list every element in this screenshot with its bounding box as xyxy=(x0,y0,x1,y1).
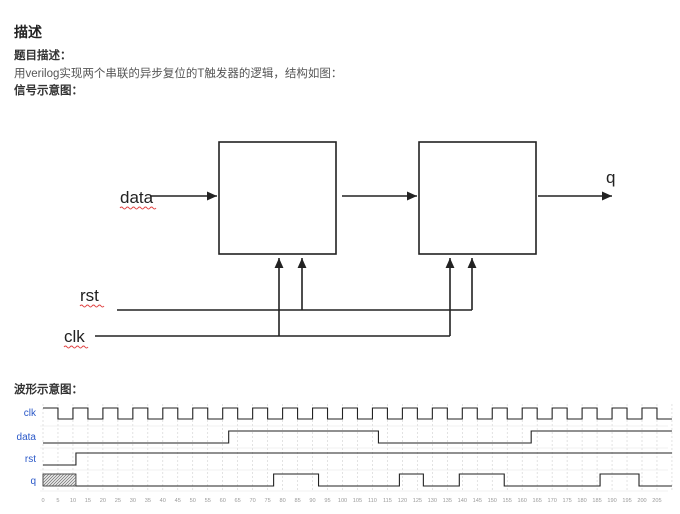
tick-label: 165 xyxy=(533,498,542,504)
tick-label: 25 xyxy=(115,498,121,504)
signal-diagram-label: 信号示意图： xyxy=(14,85,83,97)
signal-name-rst: rst xyxy=(25,454,36,465)
tick-label: 160 xyxy=(518,498,527,504)
tick-label: 105 xyxy=(353,498,362,504)
problem-label: 题目描述： xyxy=(14,50,72,62)
tick-label: 190 xyxy=(607,498,616,504)
tick-label: 80 xyxy=(279,498,285,504)
tick-label: 170 xyxy=(547,498,556,504)
tick-label: 145 xyxy=(473,498,482,504)
tick-label: 60 xyxy=(220,498,226,504)
spellcheck-underline-data xyxy=(119,206,157,210)
tick-label: 40 xyxy=(160,498,166,504)
tick-label: 115 xyxy=(383,498,392,504)
rst-trace xyxy=(43,452,672,466)
tick-label: 200 xyxy=(637,498,646,504)
tick-label: 120 xyxy=(398,498,407,504)
tick-label: 70 xyxy=(250,498,256,504)
tick-label: 140 xyxy=(458,498,467,504)
tick-label: 90 xyxy=(309,498,315,504)
spellcheck-underline-rst xyxy=(79,304,105,308)
q-label: q xyxy=(606,168,615,187)
rst-label: rst xyxy=(80,286,99,305)
flip-flop-2-block xyxy=(418,141,537,255)
waveform-diagram: clk data rst q 0 5 10 15 20 25 30 35 40 45 50 55 60 65 70… xyxy=(17,404,673,504)
data-trace xyxy=(43,430,672,444)
data-label: data xyxy=(120,188,154,207)
problem-text: 用verilog实现两个串联的异步复位的T触发器的逻辑，结构如图： xyxy=(14,68,343,80)
q-unknown-region xyxy=(42,473,77,487)
tick-label: 45 xyxy=(175,498,181,504)
tick-label: 185 xyxy=(592,498,601,504)
tick-label: 15 xyxy=(85,498,91,504)
tick-label: 135 xyxy=(443,498,452,504)
signal-diagram: data q rst clk xyxy=(63,141,615,349)
tick-label: 0 xyxy=(41,498,44,504)
tick-label: 75 xyxy=(265,498,271,504)
tick-label: 20 xyxy=(100,498,106,504)
tick-label: 10 xyxy=(70,498,76,504)
tick-label: 35 xyxy=(145,498,151,504)
section-heading: 描述 xyxy=(14,24,42,40)
tick-label: 175 xyxy=(562,498,571,504)
tick-label: 5 xyxy=(56,498,59,504)
signal-name-data: data xyxy=(17,432,37,443)
tick-label: 50 xyxy=(190,498,196,504)
tick-label: 95 xyxy=(324,498,330,504)
tick-label: 205 xyxy=(652,498,661,504)
clk-label: clk xyxy=(64,327,85,346)
q-trace xyxy=(75,473,672,487)
waveform-label: 波形示意图： xyxy=(14,384,83,396)
tick-label: 55 xyxy=(205,498,211,504)
tick-label: 30 xyxy=(130,498,136,504)
tick-label: 125 xyxy=(413,498,422,504)
tick-label: 150 xyxy=(488,498,497,504)
signal-name-clk: clk xyxy=(24,408,37,419)
signal-name-q: q xyxy=(30,476,36,487)
flip-flop-1-block xyxy=(218,141,337,255)
tick-label: 195 xyxy=(622,498,631,504)
tick-label: 110 xyxy=(368,498,377,504)
tick-label: 130 xyxy=(428,498,437,504)
tick-label: 180 xyxy=(577,498,586,504)
clk-trace xyxy=(43,407,672,420)
tick-label: 155 xyxy=(503,498,512,504)
tick-label: 100 xyxy=(338,498,347,504)
tick-label: 65 xyxy=(235,498,241,504)
spellcheck-underline-clk xyxy=(63,345,89,349)
tick-label: 85 xyxy=(294,498,300,504)
